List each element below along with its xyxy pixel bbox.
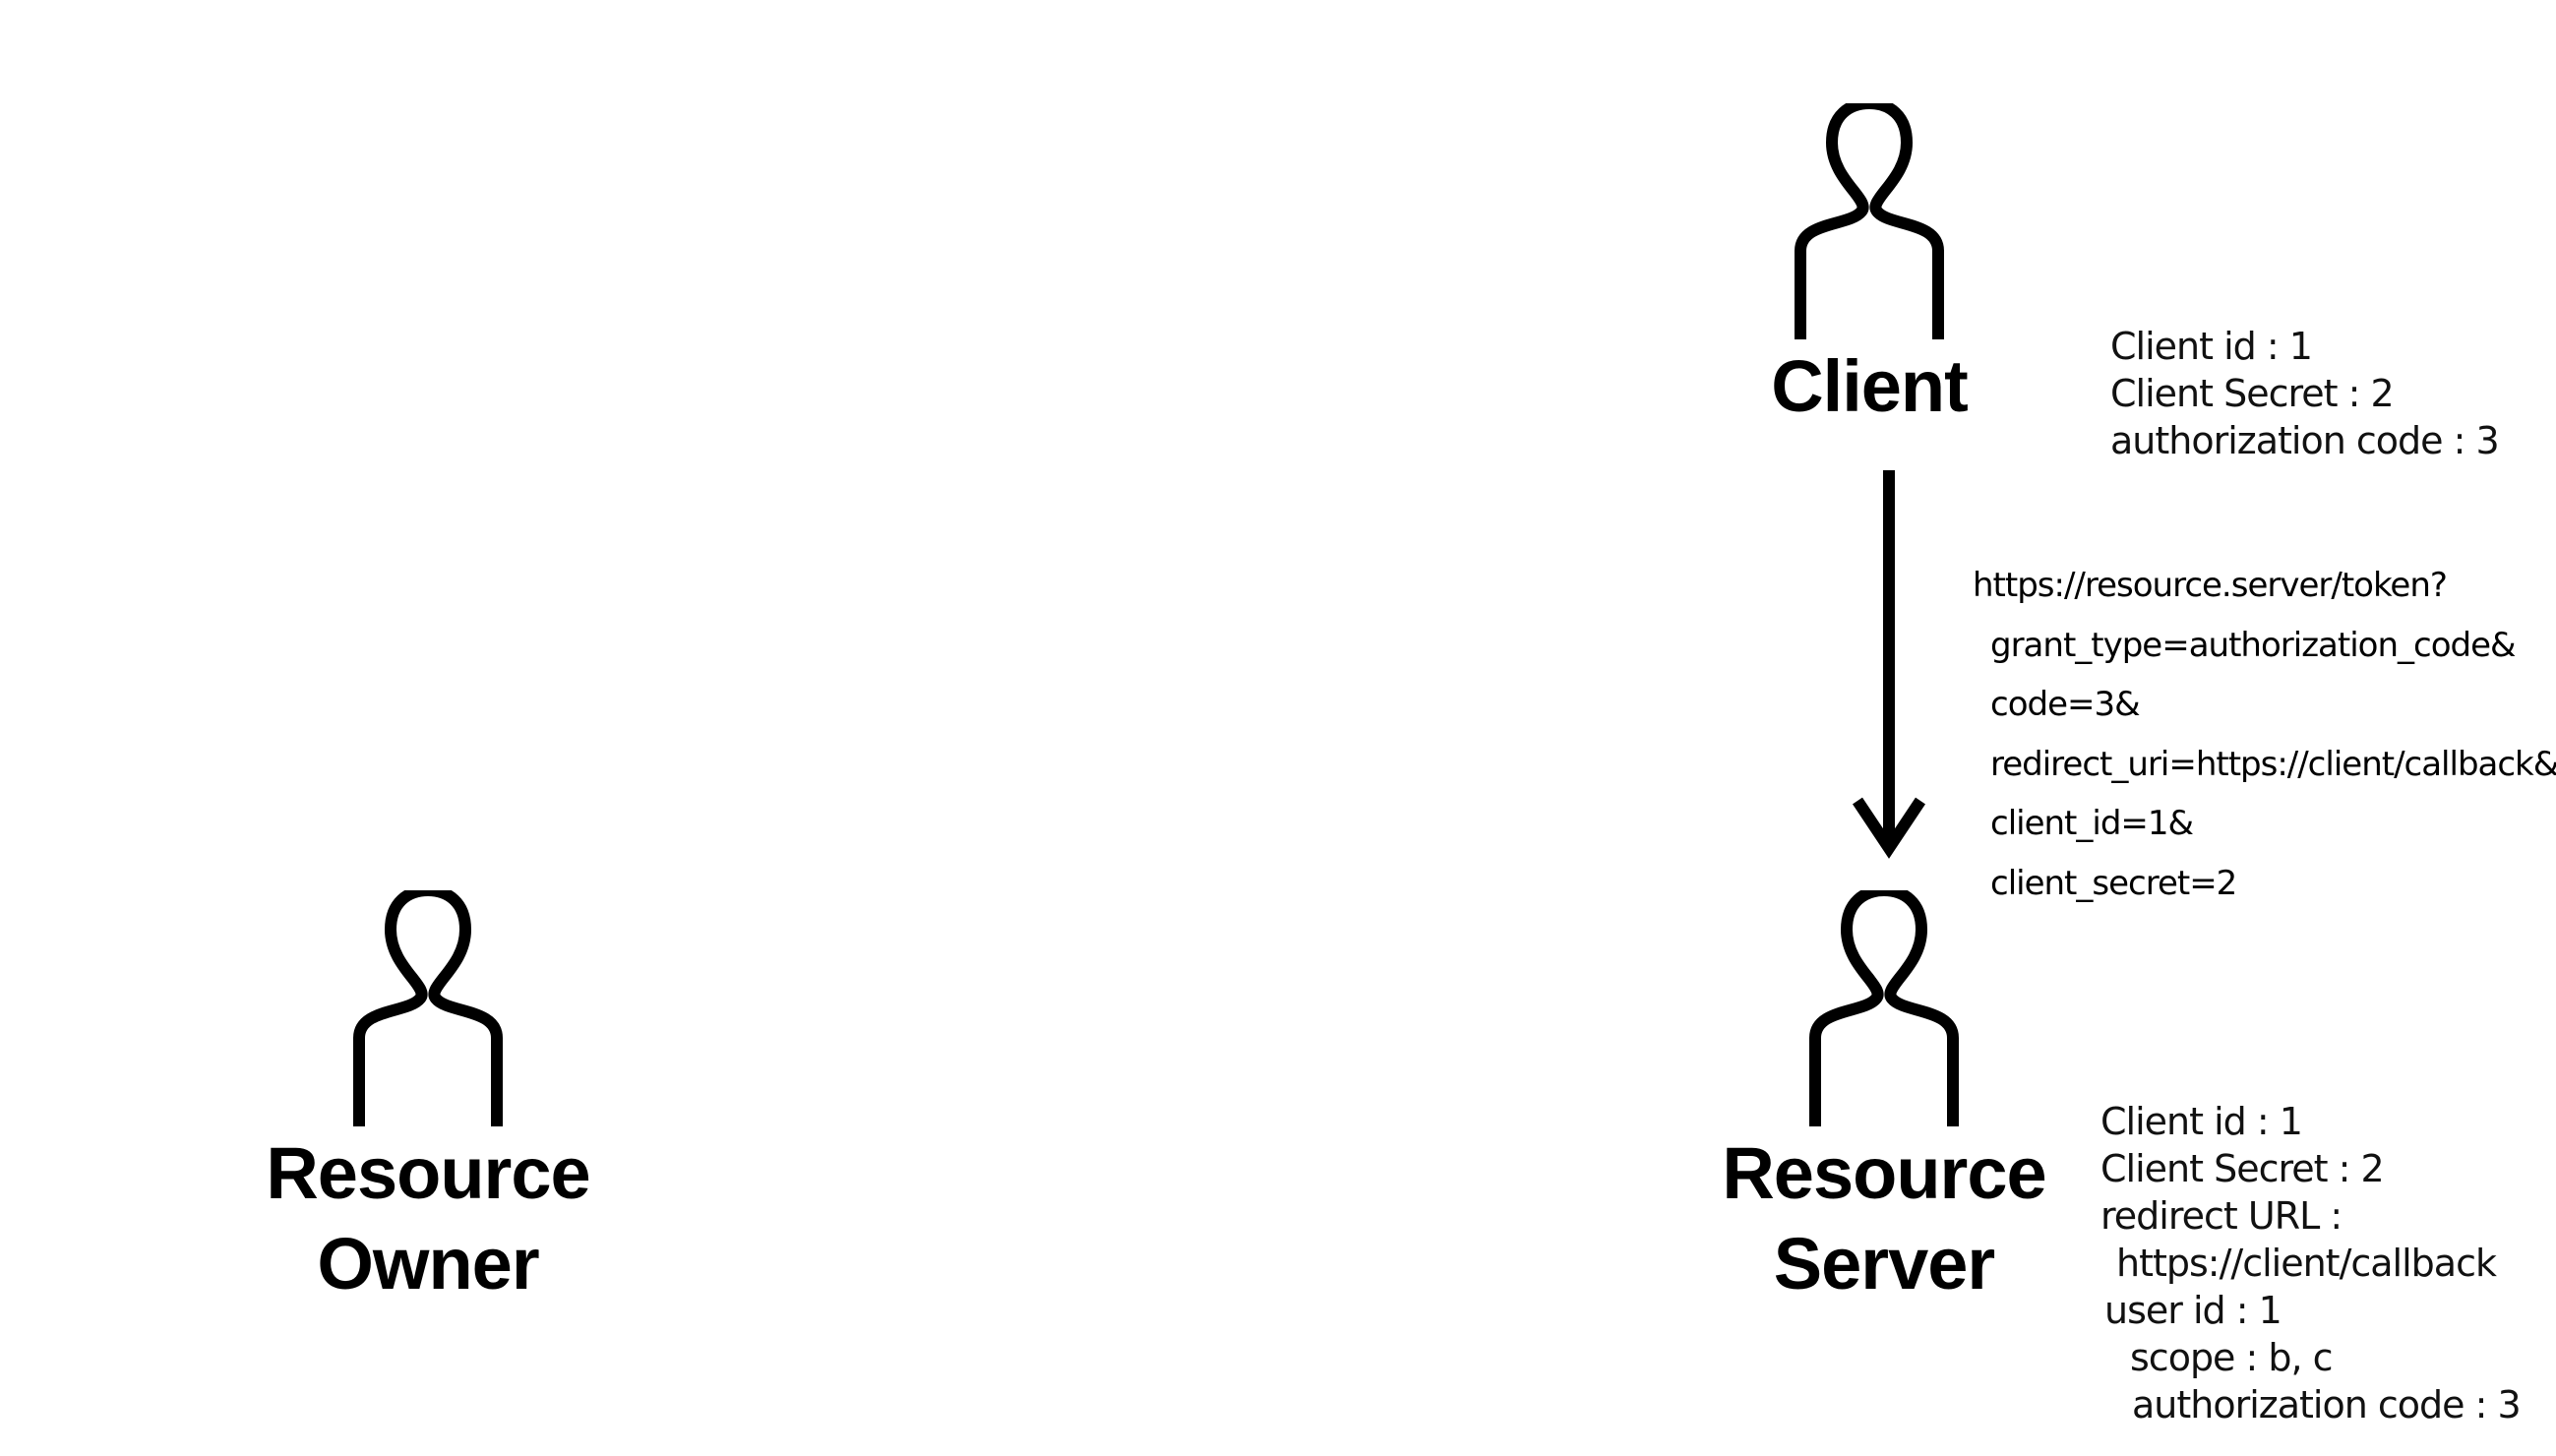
server-info-line: authorization code : 3 <box>2132 1383 2522 1426</box>
server-info-line: https://client/callback <box>2116 1242 2497 1285</box>
arrow-down-icon <box>1853 470 1925 859</box>
token-request-param: client_secret=2 <box>1990 863 2237 903</box>
server-info: Client id : 1 Client Secret : 2 redirect… <box>2100 1098 2522 1428</box>
client-info-line: authorization code : 3 <box>2110 419 2500 462</box>
server-info-line: user id : 1 <box>2104 1289 2282 1332</box>
client-info-line: Client id : 1 <box>2110 325 2313 368</box>
resource-owner-label-line1: Resource <box>266 1132 590 1214</box>
resource-server-label-line2: Server <box>1773 1223 1995 1304</box>
server-info-line: Client id : 1 <box>2100 1100 2303 1143</box>
token-request: https://resource.server/token? grant_typ… <box>1973 556 2556 913</box>
client-info: Client id : 1 Client Secret : 2 authoriz… <box>2110 323 2500 464</box>
server-info-line: scope : b, c <box>2130 1336 2334 1379</box>
token-request-url: https://resource.server/token? <box>1973 566 2448 605</box>
client-info-line: Client Secret : 2 <box>2110 372 2395 415</box>
token-request-param: client_id=1& <box>1990 804 2194 843</box>
person-icon <box>1795 103 1944 339</box>
resource-owner-actor: Resource Owner <box>231 890 625 1309</box>
person-icon <box>353 890 503 1126</box>
client-label: Client <box>1771 345 1969 427</box>
server-info-line: Client Secret : 2 <box>2100 1147 2385 1190</box>
person-icon <box>1809 890 1959 1126</box>
resource-server-actor: Resource Server <box>1687 890 2081 1309</box>
token-request-param: redirect_uri=https://client/callback& <box>1990 744 2556 784</box>
token-request-param: grant_type=authorization_code& <box>1990 625 2517 665</box>
token-request-param: code=3& <box>1990 685 2141 724</box>
resource-owner-label-line2: Owner <box>317 1223 539 1304</box>
client-actor: Client <box>1741 103 1997 432</box>
server-info-line: redirect URL : <box>2100 1194 2343 1238</box>
resource-server-label-line1: Resource <box>1722 1132 2046 1214</box>
